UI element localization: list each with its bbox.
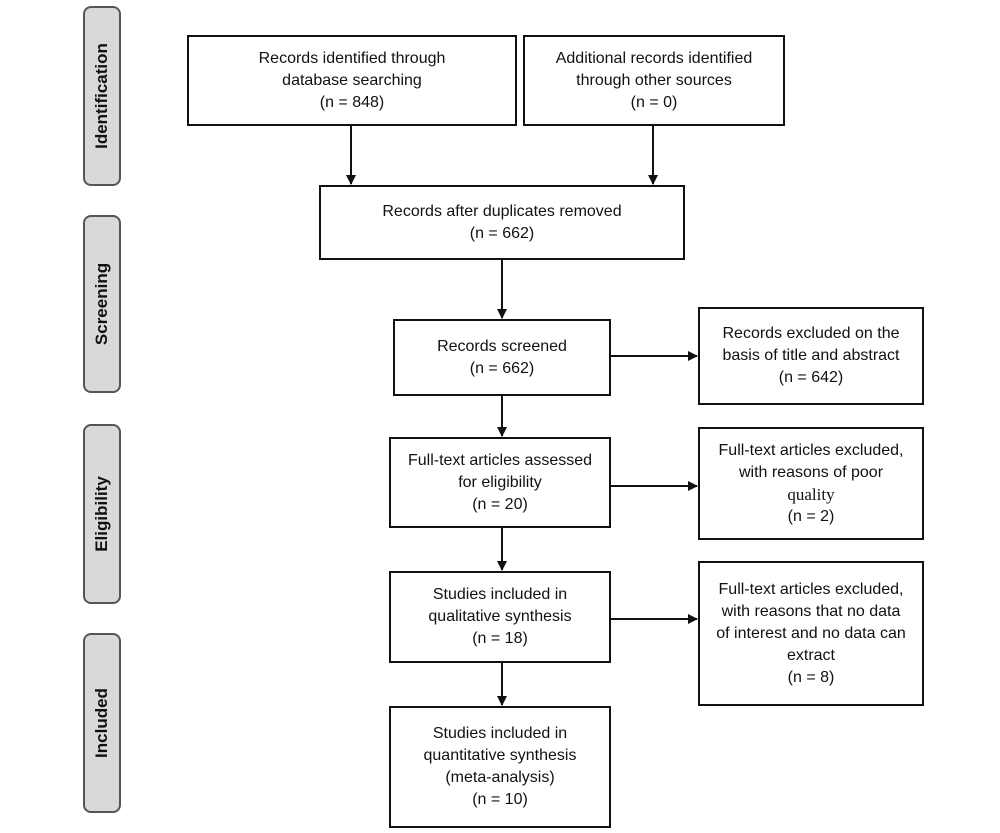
box-text: Full-text articles excluded, (718, 580, 904, 598)
box-text: quantitative synthesis (423, 747, 577, 764)
box-text: database searching (282, 71, 422, 89)
box-excluded-poor-quality: Full-text articles excluded, with reason… (698, 427, 924, 540)
box-count: (n = 2) (787, 507, 835, 525)
box-count: (n = 18) (472, 630, 528, 647)
box-other-sources: Additional records identified through ot… (523, 35, 785, 126)
box-text: quality (787, 484, 835, 504)
box-count: (n = 662) (469, 224, 535, 242)
box-text: Records identified through (258, 49, 446, 67)
box-count: (n = 662) (469, 359, 535, 377)
box-count: (n = 642) (778, 369, 844, 386)
box-quantitative-synthesis: Studies included in quantitative synthes… (389, 706, 611, 828)
box-count: (n = 10) (472, 791, 528, 808)
box-text: basis of title and abstract (722, 347, 900, 364)
stage-included: Included (83, 633, 121, 813)
box-text: Records excluded on the (722, 325, 900, 342)
box-records-screened: Records screened (n = 662) (393, 319, 611, 396)
box-text: (meta-analysis) (445, 769, 555, 786)
box-count: (n = 848) (319, 93, 385, 111)
box-text: Records screened (437, 337, 567, 355)
box-text: with reasons of poor (738, 463, 884, 481)
box-count: (n = 20) (472, 495, 528, 513)
box-text: for eligibility (458, 473, 542, 491)
box-excluded-title-abstract: Records excluded on the basis of title a… (698, 307, 924, 405)
box-text: extract (786, 646, 835, 664)
box-count: (n = 0) (630, 93, 678, 111)
box-fulltext-assessed: Full-text articles assessed for eligibil… (389, 437, 611, 528)
box-duplicates-removed: Records after duplicates removed (n = 66… (319, 185, 685, 260)
box-count: (n = 8) (787, 668, 835, 686)
box-text: qualitative synthesis (428, 608, 572, 625)
box-database-search: Records identified through database sear… (187, 35, 517, 126)
box-text: Studies included in (432, 586, 568, 603)
box-text: Full-text articles excluded, (718, 441, 904, 459)
box-text: through other sources (576, 71, 732, 89)
box-excluded-no-data: Full-text articles excluded, with reason… (698, 561, 924, 706)
stage-screening: Screening (83, 215, 121, 393)
box-text: Studies included in (432, 725, 568, 742)
stage-eligibility: Eligibility (83, 424, 121, 604)
box-text: of interest and no data can (716, 624, 906, 642)
box-text: with reasons that no data (721, 602, 901, 620)
stage-identification: Identification (83, 6, 121, 186)
box-qualitative-synthesis: Studies included in qualitative synthesi… (389, 571, 611, 663)
box-text: Records after duplicates removed (382, 202, 622, 220)
box-text: Additional records identified (555, 49, 753, 67)
box-text: Full-text articles assessed (407, 451, 593, 469)
